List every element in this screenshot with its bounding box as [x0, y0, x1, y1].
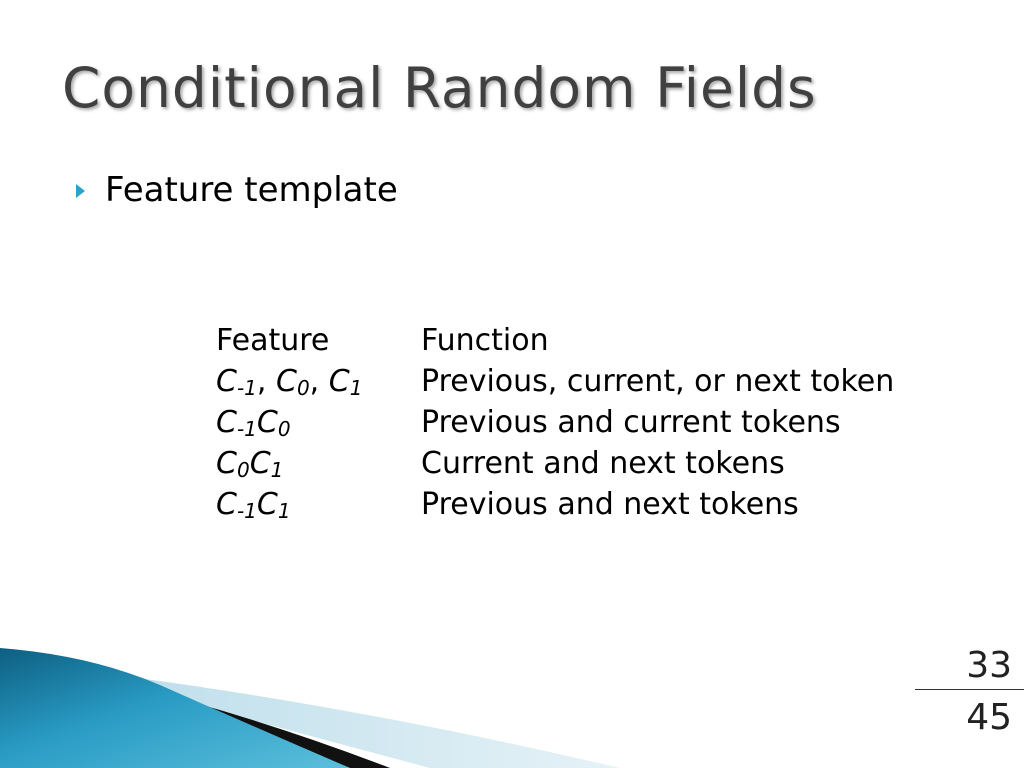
slide-title: Conditional Random Fields	[62, 56, 817, 120]
feature-subscript: -1	[236, 376, 257, 400]
feature-subscript: 1	[349, 376, 363, 400]
page-number-total: 45	[966, 697, 1012, 738]
feature-symbol: C	[216, 405, 237, 440]
feature-symbol: C	[328, 364, 350, 399]
function-cell: Previous and next tokens	[421, 487, 799, 522]
function-cell: Previous and current tokens	[421, 405, 841, 440]
bullet-item: Feature template	[76, 170, 398, 210]
table-header-row: Feature Function	[216, 320, 894, 361]
feature-symbol: C	[249, 446, 271, 481]
bullet-text: Feature template	[105, 170, 398, 210]
feature-subscript: 0	[277, 417, 291, 441]
feature-cell: C-1C0	[216, 402, 421, 443]
feature-separator: ,	[256, 364, 276, 399]
swoosh-blue-band	[0, 648, 350, 768]
swoosh-light-band	[60, 668, 620, 768]
feature-cell: C0C1	[216, 443, 421, 484]
decorative-swoosh	[0, 648, 620, 768]
header-function: Function	[421, 323, 549, 358]
feature-subscript: 1	[270, 458, 284, 482]
function-cell: Previous, current, or next token	[421, 364, 895, 399]
feature-subscript: -1	[236, 417, 257, 441]
feature-symbol: C	[275, 364, 297, 399]
header-feature: Feature	[216, 323, 330, 358]
feature-symbol: C	[216, 364, 237, 399]
feature-symbol: C	[216, 446, 237, 481]
feature-subscript: 0	[236, 458, 250, 482]
feature-subscript: 1	[277, 499, 291, 523]
feature-symbol: C	[256, 405, 278, 440]
function-cell: Current and next tokens	[421, 446, 785, 481]
feature-symbol: C	[256, 487, 278, 522]
feature-cell: C-1C1	[216, 484, 421, 525]
feature-subscript: 0	[296, 376, 310, 400]
triangle-right-icon	[76, 184, 85, 198]
page-number-divider	[915, 689, 1024, 690]
feature-symbol: C	[216, 487, 237, 522]
feature-cell: C-1, C0, C1	[216, 361, 421, 402]
page-number-current: 33	[966, 645, 1012, 686]
feature-separator: ,	[309, 364, 329, 399]
feature-subscript: -1	[236, 499, 257, 523]
